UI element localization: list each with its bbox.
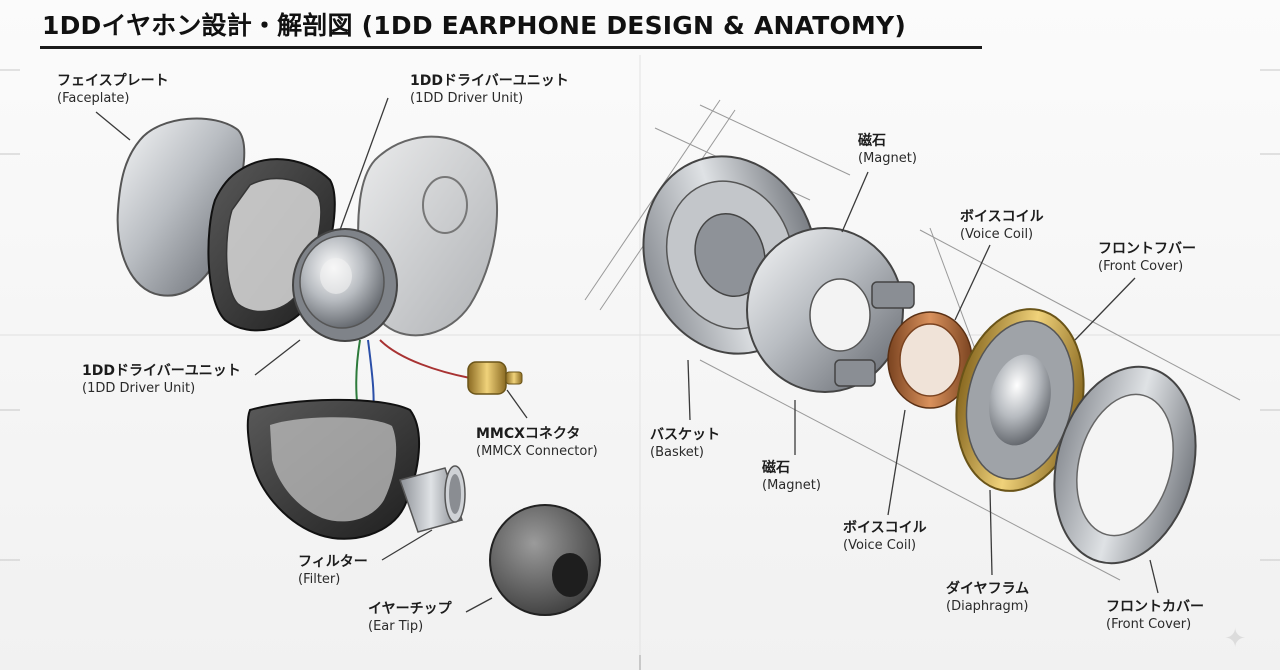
label-eartip-jp: イヤーチップ [368, 600, 452, 618]
label-driver-left-en: (1DD Driver Unit) [82, 380, 241, 398]
label-frontcover-top: フロントフバー (Front Cover) [1098, 240, 1196, 276]
driver-unit-part [293, 229, 397, 341]
label-voicecoil-bottom: ボイスコイル (Voice Coil) [843, 519, 927, 555]
label-diaphragm-jp: ダイヤフラム [946, 580, 1029, 598]
label-faceplate: フェイスプレート (Faceplate) [57, 72, 169, 108]
label-diaphragm: ダイヤフラム (Diaphragm) [946, 580, 1029, 616]
label-magnet-bottom-en: (Magnet) [762, 477, 821, 495]
mmcx-connector-part [468, 362, 522, 394]
label-magnet-bottom-jp: 磁石 [762, 459, 821, 477]
label-voicecoil-bottom-jp: ボイスコイル [843, 519, 927, 537]
label-frontcover-top-jp: フロントフバー [1098, 240, 1196, 258]
label-eartip-en: (Ear Tip) [368, 618, 452, 636]
label-diaphragm-en: (Diaphragm) [946, 598, 1029, 616]
sparkle-icon: ✦ [1224, 624, 1246, 654]
label-mmcx-en: (MMCX Connector) [476, 443, 598, 461]
label-driver-left-jp: 1DDドライバーユニット [82, 362, 241, 380]
lower-shell-part [248, 400, 465, 539]
ear-tip-part [490, 505, 600, 615]
label-driver-top-jp: 1DDドライバーユニット [410, 72, 569, 90]
label-filter: フィルター (Filter) [298, 553, 368, 589]
label-magnet-top-jp: 磁石 [858, 132, 917, 150]
label-basket-jp: バスケット [650, 426, 720, 444]
label-basket: バスケット (Basket) [650, 426, 720, 462]
label-faceplate-jp: フェイスプレート [57, 72, 169, 90]
label-frontcover-top-en: (Front Cover) [1098, 258, 1196, 276]
label-frontcover-bottom-en: (Front Cover) [1106, 616, 1204, 634]
label-faceplate-en: (Faceplate) [57, 90, 169, 108]
label-mmcx: MMCXコネクタ (MMCX Connector) [476, 425, 598, 461]
label-mmcx-jp: MMCXコネクタ [476, 425, 598, 443]
label-basket-en: (Basket) [650, 444, 720, 462]
label-driver-top-en: (1DD Driver Unit) [410, 90, 569, 108]
label-frontcover-bottom: フロントカバー (Front Cover) [1106, 598, 1204, 634]
label-driver-top: 1DDドライバーユニット (1DD Driver Unit) [410, 72, 569, 108]
label-voicecoil-top-en: (Voice Coil) [960, 226, 1044, 244]
label-magnet-top-en: (Magnet) [858, 150, 917, 168]
label-filter-jp: フィルター [298, 553, 368, 571]
label-magnet-bottom: 磁石 (Magnet) [762, 459, 821, 495]
label-magnet-top: 磁石 (Magnet) [858, 132, 917, 168]
label-driver-left: 1DDドライバーユニット (1DD Driver Unit) [82, 362, 241, 398]
label-frontcover-bottom-jp: フロントカバー [1106, 598, 1204, 616]
label-voicecoil-bottom-en: (Voice Coil) [843, 537, 927, 555]
label-eartip: イヤーチップ (Ear Tip) [368, 600, 452, 636]
label-voicecoil-top-jp: ボイスコイル [960, 208, 1044, 226]
label-filter-en: (Filter) [298, 571, 368, 589]
label-voicecoil-top: ボイスコイル (Voice Coil) [960, 208, 1044, 244]
